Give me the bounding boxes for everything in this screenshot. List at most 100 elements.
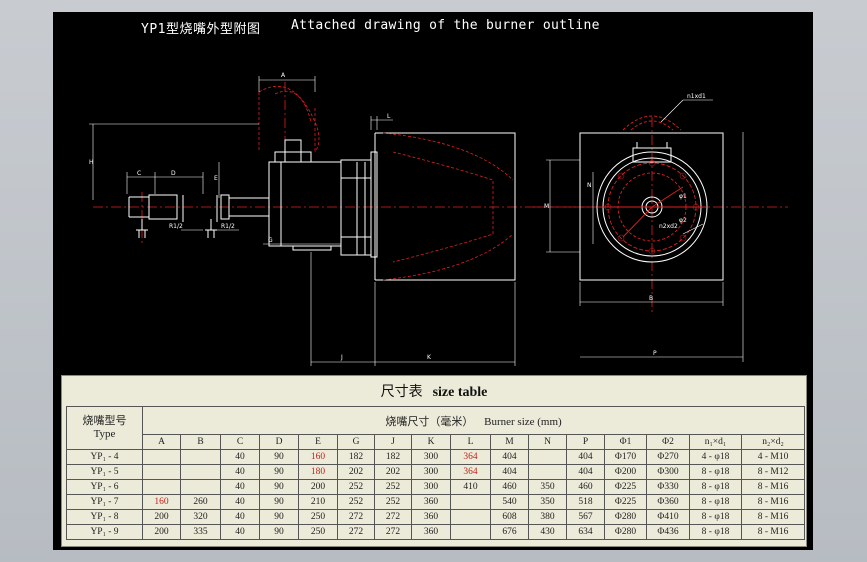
table-cell: 272 [337,509,375,525]
table-cell: 8 - φ18 [689,479,742,495]
burner-size-header: 烧嘴尺寸（毫米） Burner size (mm) [141,406,806,435]
column-header: E [298,434,338,450]
table-cell: 410 [450,479,491,495]
size-table-title-cn: 尺寸表 [380,385,423,400]
table-cell: 300 [411,479,451,495]
table-cell: 252 [374,479,412,495]
table-cell: 518 [566,494,605,510]
table-cell: 180 [298,464,338,480]
table-cell [528,464,567,480]
table-cell: 90 [259,494,299,510]
table-cell: 320 [180,509,221,525]
row-type: YP₁ - 8 [66,509,143,525]
table-cell: 4 - M10 [740,449,806,465]
column-header: n₁×d₁ [689,434,742,450]
svg-text:n1xd1: n1xd1 [687,93,706,100]
table-cell: 608 [490,509,529,525]
svg-text:φ2: φ2 [679,217,687,224]
svg-text:M: M [544,203,549,210]
table-cell: 90 [259,464,299,480]
side-dimensions [89,76,516,366]
table-cell: Φ225 [604,494,647,510]
table-cell: 40 [220,494,260,510]
table-cell: 404 [490,449,529,465]
table-cell: 8 - M12 [740,464,806,480]
svg-text:R1/2: R1/2 [169,223,183,230]
column-header: A [142,434,181,450]
table-cell: 540 [490,494,529,510]
column-header: C [220,434,260,450]
svg-text:K: K [427,354,432,361]
svg-text:C: C [137,170,141,177]
table-cell: 210 [298,494,338,510]
table-cell: 335 [180,524,221,540]
front-dimensions [546,99,744,362]
table-cell [180,479,221,495]
svg-text:E: E [214,175,218,182]
row-type: YP₁ - 9 [66,524,143,540]
table-cell [528,449,567,465]
column-header: n₂×d₂ [740,434,806,450]
svg-text:J: J [340,354,343,361]
table-cell: 90 [259,524,299,540]
table-cell: 250 [298,524,338,540]
table-cell: Φ225 [604,479,647,495]
table-cell: 404 [566,449,605,465]
table-cell: 350 [528,494,567,510]
table-cell: Φ410 [646,509,690,525]
table-cell: 182 [374,449,412,465]
table-cell: 364 [450,464,491,480]
table-cell [142,464,181,480]
svg-text:φ1: φ1 [679,193,687,200]
svg-text:N: N [587,182,592,189]
table-cell: 260 [180,494,221,510]
svg-text:n2xd2: n2xd2 [659,223,678,230]
table-cell: 8 - M16 [740,524,806,540]
table-cell [450,509,491,525]
table-cell: 4 - φ18 [689,449,742,465]
table-cell: 676 [490,524,529,540]
column-header: L [450,434,491,450]
svg-text:P: P [653,350,657,357]
side-view [128,132,516,281]
table-cell [142,479,181,495]
table-cell [180,464,221,480]
table-cell: Φ360 [646,494,690,510]
table-cell: 272 [374,524,412,540]
table-cell [450,494,491,510]
front-view-red [598,115,706,252]
table-cell: 200 [142,524,181,540]
table-cell: 460 [490,479,529,495]
type-header-cn: 烧嘴型号 [82,415,127,427]
table-cell: 90 [259,479,299,495]
table-cell: Φ330 [646,479,690,495]
table-cell: 404 [490,464,529,480]
table-cell: 160 [298,449,338,465]
svg-text:R1/2: R1/2 [221,223,235,230]
column-header: Φ2 [646,434,690,450]
front-dimension-text: M B P N n1xd1 n2xd2 φ1 φ2 [544,93,706,357]
column-header: B [180,434,221,450]
type-header: 烧嘴型号 Type [66,406,143,450]
table-cell: 8 - φ18 [689,509,742,525]
column-header: G [337,434,375,450]
table-cell [180,449,221,465]
table-cell: 40 [220,464,260,480]
row-type: YP₁ - 4 [66,449,143,465]
table-cell: 90 [259,509,299,525]
table-cell: 8 - φ18 [689,524,742,540]
table-cell: 8 - φ18 [689,464,742,480]
table-cell: Φ300 [646,464,690,480]
table-cell: Φ270 [646,449,690,465]
column-header: M [490,434,529,450]
table-cell: 182 [337,449,375,465]
svg-text:B: B [649,295,653,302]
hidden-lines [258,85,514,281]
table-cell: 350 [528,479,567,495]
